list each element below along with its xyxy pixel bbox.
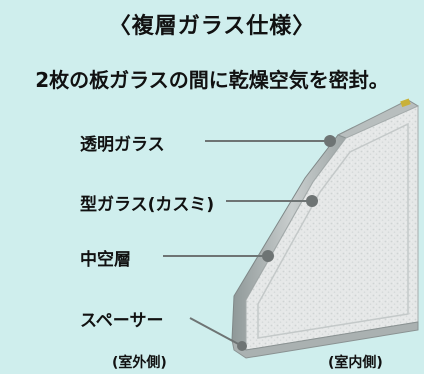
spacer-sealant bbox=[400, 98, 411, 108]
label-spacer: スペーサー bbox=[80, 311, 164, 331]
label-clear-glass: 透明ガラス bbox=[80, 135, 165, 155]
spacer-frame bbox=[257, 122, 409, 339]
label-patterned-glass: 型ガラス(カスミ) bbox=[80, 195, 215, 215]
page-subtitle: 2枚の板ガラスの間に乾燥空気を密封。 bbox=[35, 68, 389, 92]
pointer-dots bbox=[237, 135, 336, 351]
page-title: 〈複層ガラス仕様〉 bbox=[108, 14, 316, 39]
label-hollow-layer: 中空層 bbox=[80, 250, 131, 270]
glass-bottom-edge bbox=[231, 321, 419, 359]
pointer-lines bbox=[163, 140, 330, 347]
label-outdoor-side: (室外側) bbox=[112, 355, 167, 371]
label-indoor-side: (室内側) bbox=[328, 355, 383, 371]
